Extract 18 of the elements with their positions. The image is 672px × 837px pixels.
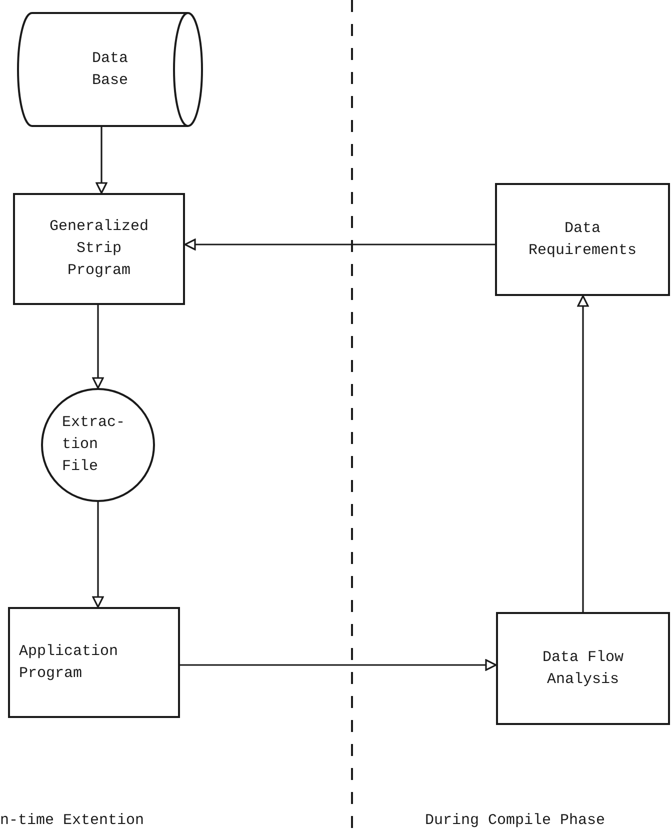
- node-label: Data Requirements: [528, 218, 638, 260]
- arrow: [184, 238, 495, 250]
- section-caption: During Compile Phase: [425, 812, 606, 829]
- node-label: Generalized Strip Program: [48, 217, 150, 281]
- process-box: [8, 607, 180, 718]
- node-label: Data Base: [90, 48, 129, 90]
- section-caption: n-time Extention: [0, 812, 144, 829]
- arrow: [577, 295, 589, 612]
- node-label: Application Program: [19, 642, 120, 684]
- process-box: [496, 612, 670, 725]
- process-box: [13, 193, 185, 305]
- arrow: [92, 502, 104, 608]
- arrow: [96, 127, 108, 194]
- arrow: [92, 305, 104, 389]
- node-label: Data Flow Analysis: [541, 648, 624, 690]
- node-label: Extrac- tion File: [62, 413, 126, 477]
- arrow: [180, 659, 497, 671]
- process-box: [495, 183, 670, 296]
